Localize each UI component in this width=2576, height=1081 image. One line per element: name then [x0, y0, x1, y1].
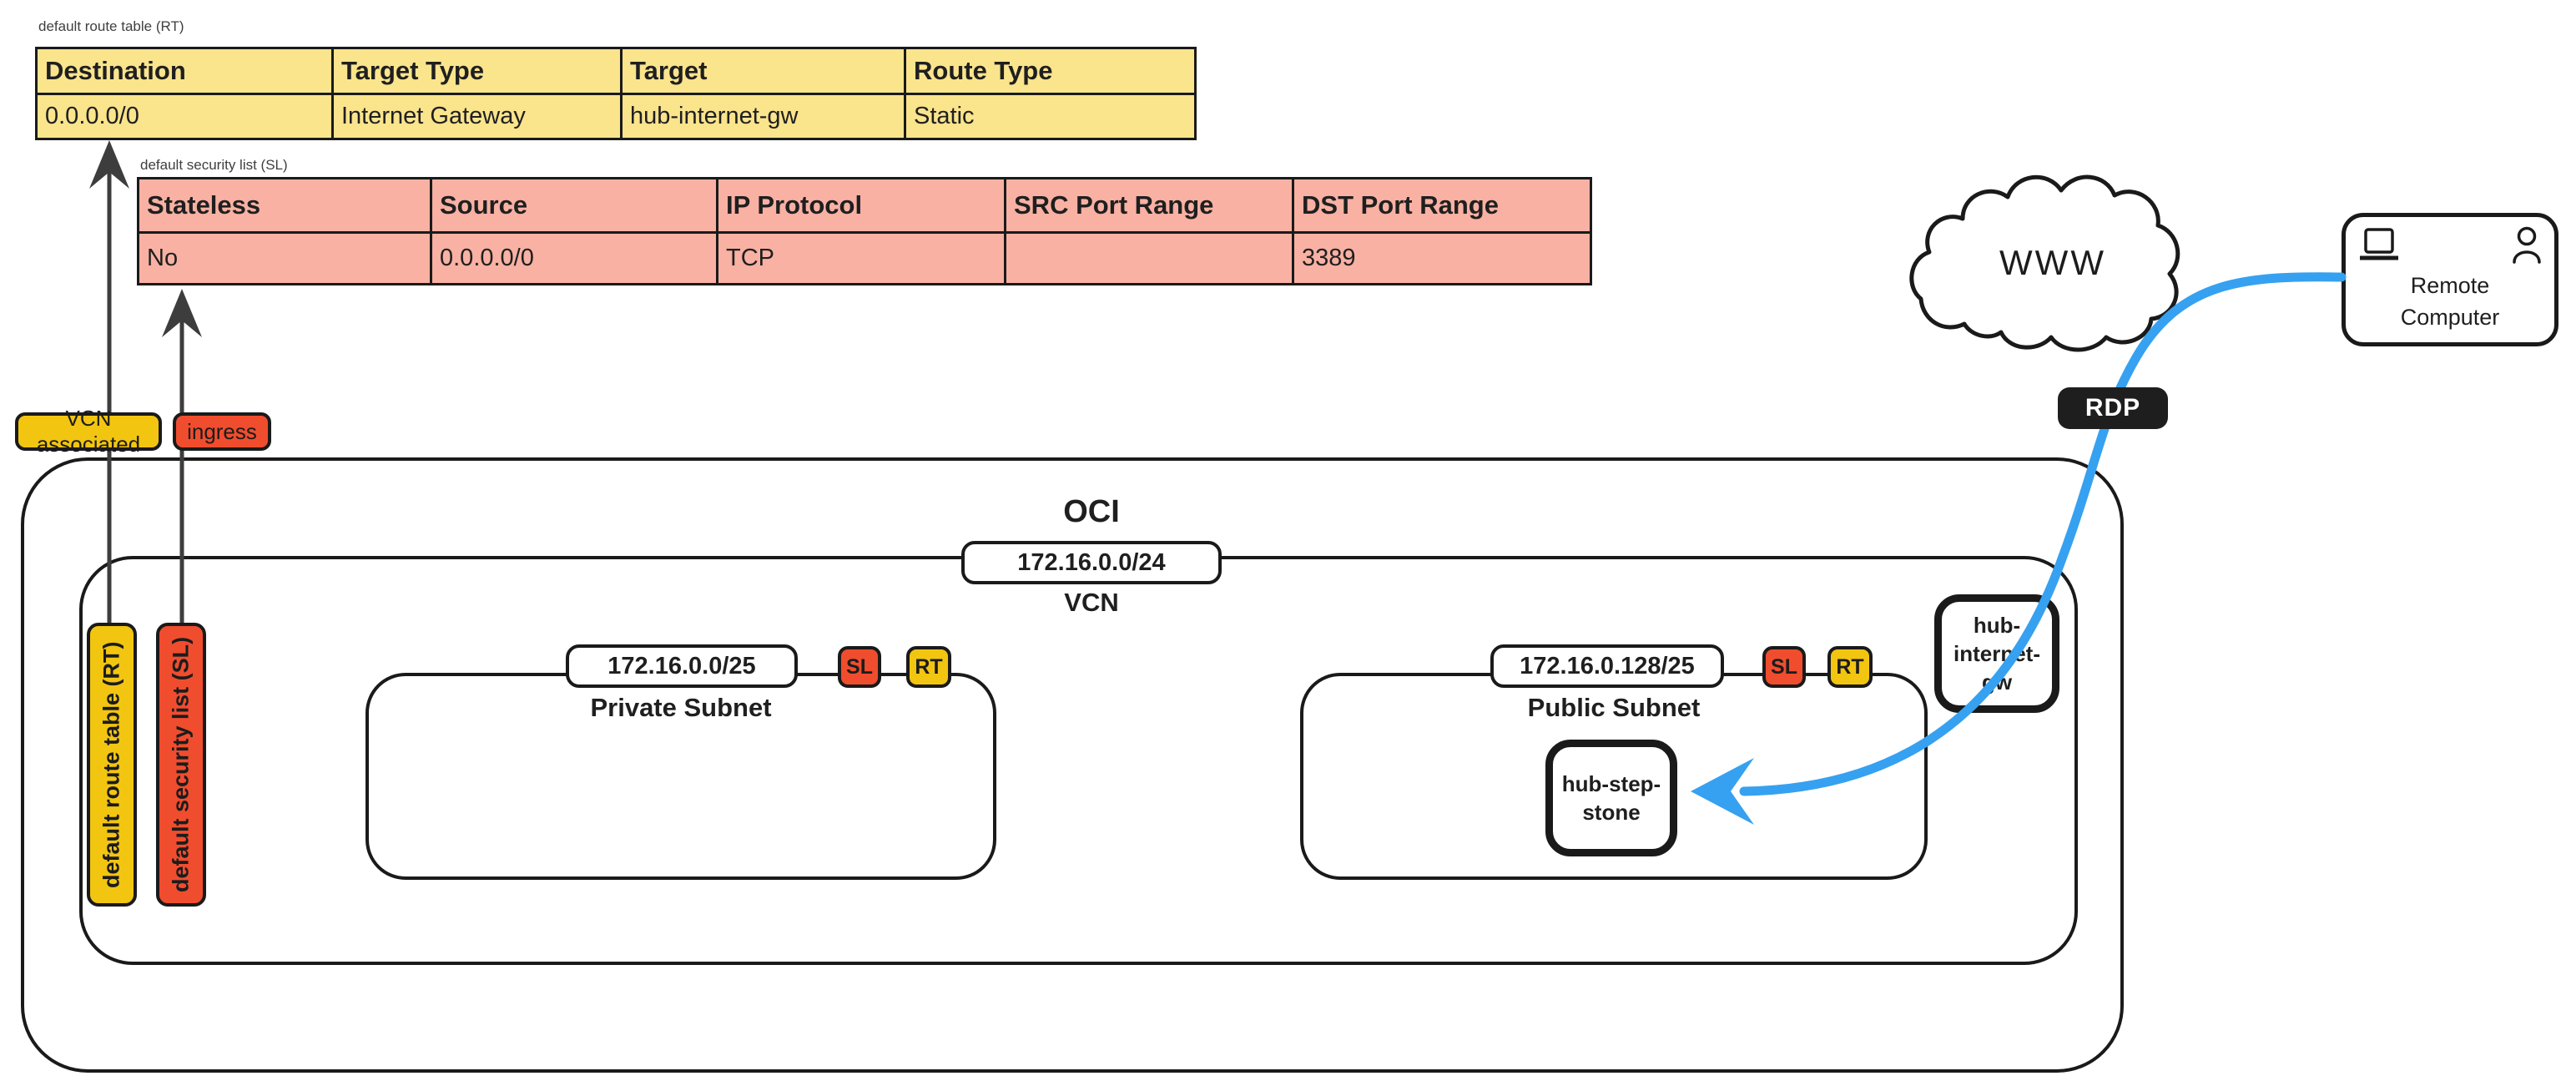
private-subnet-label: Private Subnet: [590, 693, 772, 722]
vcn-associated-badge: VCN associated: [15, 406, 162, 457]
route-table-header-route-type: Route Type: [904, 49, 1194, 93]
private-subnet-sl-badge: SL: [838, 646, 881, 688]
vcn-cidr-pill: 172.16.0.0/24: [961, 541, 1222, 584]
private-subnet-rt-badge: RT: [906, 646, 951, 688]
user-icon: [2513, 226, 2541, 264]
security-list-header-stateless: Stateless: [147, 190, 261, 220]
route-table-header-destination: Destination: [45, 56, 186, 85]
cloud-icon: [1909, 174, 2180, 352]
security-list-cell-ip-protocol: TCP: [716, 231, 1004, 283]
security-list-caption: default security list (SL): [140, 157, 288, 173]
route-table: Destination Target Type Target Route Typ…: [35, 47, 1197, 140]
route-table-header-target: Target: [620, 49, 904, 93]
public-subnet-label: Public Subnet: [1527, 693, 1701, 722]
route-table-arrow: [89, 140, 129, 668]
security-list-header-src-port-range: SRC Port Range: [1004, 179, 1292, 231]
remote-computer-node: Remote Computer: [2342, 213, 2558, 346]
security-list-cell-src-port-range: [1004, 231, 1292, 283]
route-table-cell-destination: 0.0.0.0/0: [38, 93, 331, 138]
security-list-cell-stateless: No: [139, 231, 430, 283]
vcn-label: VCN: [1064, 588, 1119, 617]
public-subnet-cidr-pill: 172.16.0.128/25: [1490, 644, 1724, 688]
laptop-icon: [2360, 228, 2398, 260]
oci-label: OCI: [1063, 493, 1120, 529]
route-table-cell-route-type: Static: [904, 93, 1194, 138]
security-list-table: Stateless Source IP Protocol SRC Port Ra…: [137, 177, 1592, 285]
public-subnet-sl-badge: SL: [1762, 646, 1806, 688]
route-table-header-target-type: Target Type: [331, 49, 620, 93]
rdp-connection-arrow: [1691, 272, 2347, 825]
www-label: WWW: [1999, 243, 2106, 282]
route-table-cell-target: hub-internet-gw: [620, 93, 904, 138]
ingress-badge: ingress: [173, 412, 271, 451]
route-table-caption: default route table (RT): [38, 18, 184, 34]
security-list-header-source: Source: [430, 179, 716, 231]
default-route-table-vertical-label: default route table (RT): [87, 623, 137, 907]
security-list-arrow: [162, 289, 202, 668]
security-list-cell-source: 0.0.0.0/0: [430, 231, 716, 283]
remote-computer-label: Remote Computer: [2400, 273, 2500, 330]
route-table-cell-target-type: Internet Gateway: [331, 93, 620, 138]
default-security-list-vertical-label: default security list (SL): [156, 623, 206, 907]
public-subnet-rt-badge: RT: [1827, 646, 1873, 688]
private-subnet-cidr-pill: 172.16.0.0/25: [566, 644, 798, 688]
security-list-header-dst-port-range: DST Port Range: [1292, 179, 1590, 231]
rdp-badge: RDP: [2058, 387, 2168, 429]
security-list-cell-dst-port-range: 3389: [1292, 231, 1590, 283]
hub-step-stone-node: hub-step-stone: [1545, 740, 1677, 856]
oci-container: [21, 457, 2124, 1073]
security-list-header-ip-protocol: IP Protocol: [716, 179, 1004, 231]
hub-internet-gw-node: hub-internet-gw: [1934, 594, 2059, 713]
